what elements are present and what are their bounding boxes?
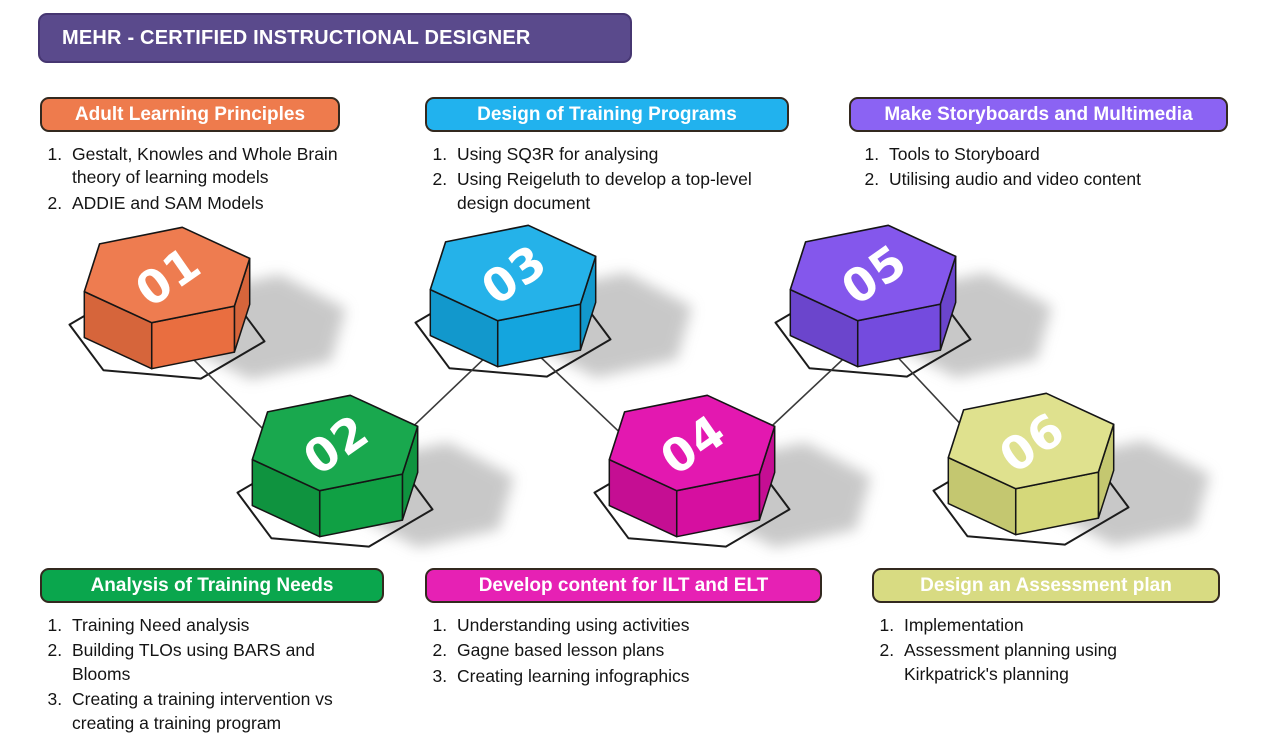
topic-item: Using Reigeluth to develop a top-level d… (452, 168, 755, 215)
program-title-banner: MEHR - CERTIFIED INSTRUCTIONAL DESIGNER (38, 13, 632, 63)
section-title-badge: Analysis of Training Needs (40, 568, 384, 603)
section-title: Analysis of Training Needs (90, 574, 334, 596)
section-topic-list: Training Need analysis Building TLOs usi… (40, 614, 362, 735)
topic-item: ADDIE and SAM Models (67, 192, 360, 215)
topic-item: Assessment planning using Kirkpatrick's … (899, 639, 1199, 686)
section-make-storyboards-and-multimedia: Make Storyboards and Multimedia Tools to… (849, 97, 1228, 194)
topic-item: Training Need analysis (67, 614, 362, 637)
hexagon-01: 01 (83, 226, 251, 370)
topic-item: Implementation (899, 614, 1199, 637)
section-develop-content-for-ilt-and-elt: Develop content for ILT and ELT Understa… (425, 568, 822, 690)
section-topic-list: Gestalt, Knowles and Whole Brain theory … (40, 143, 360, 215)
hexagon-04: 04 (608, 394, 776, 538)
hexagon-top-face (429, 224, 597, 322)
topic-item: Building TLOs using BARS and Blooms (67, 639, 362, 686)
section-title: Develop content for ILT and ELT (478, 574, 769, 596)
program-title: MEHR - CERTIFIED INSTRUCTIONAL DESIGNER (62, 26, 531, 49)
hexagon-02: 02 (251, 394, 419, 538)
section-title-badge: Make Storyboards and Multimedia (849, 97, 1228, 132)
topic-item: Gagne based lesson plans (452, 639, 755, 662)
section-title: Design of Training Programs (477, 103, 737, 125)
section-title-badge: Design of Training Programs (425, 97, 789, 132)
section-design-an-assessment-plan: Design an Assessment plan Implementation… (872, 568, 1220, 688)
section-topic-list: Using SQ3R for analysing Using Reigeluth… (425, 143, 755, 215)
hexagon-top-face (789, 224, 957, 322)
topic-item: Creating learning infographics (452, 665, 755, 688)
hexagon-top-face (83, 226, 251, 324)
section-title: Make Storyboards and Multimedia (884, 103, 1193, 125)
topic-item: Utilising audio and video content (884, 168, 1202, 191)
section-topic-list: Understanding using activities Gagne bas… (425, 614, 755, 688)
section-title: Design an Assessment plan (920, 574, 1172, 596)
section-topic-list: Tools to Storyboard Utilising audio and … (857, 143, 1202, 192)
section-title: Adult Learning Principles (74, 103, 306, 125)
section-title-badge: Develop content for ILT and ELT (425, 568, 822, 603)
topic-item: Understanding using activities (452, 614, 755, 637)
hexagon-03: 03 (429, 224, 597, 368)
hexagon-06: 06 (947, 392, 1115, 536)
section-topic-list: Implementation Assessment planning using… (872, 614, 1199, 686)
section-analysis-of-training-needs: Analysis of Training Needs Training Need… (40, 568, 384, 737)
topic-item: Using SQ3R for analysing (452, 143, 755, 166)
hexagon-top-face (947, 392, 1115, 490)
section-adult-learning-principles: Adult Learning Principles Gestalt, Knowl… (40, 97, 360, 217)
topic-item: Tools to Storyboard (884, 143, 1202, 166)
hexagon-top-face (251, 394, 419, 492)
hexagon-top-face (608, 394, 776, 492)
topic-item: Creating a training intervention vs crea… (67, 688, 362, 735)
topic-item: Gestalt, Knowles and Whole Brain theory … (67, 143, 360, 190)
hexagon-05: 05 (789, 224, 957, 368)
section-title-badge: Design an Assessment plan (872, 568, 1220, 603)
section-title-badge: Adult Learning Principles (40, 97, 340, 132)
section-design-of-training-programs: Design of Training Programs Using SQ3R f… (425, 97, 789, 217)
